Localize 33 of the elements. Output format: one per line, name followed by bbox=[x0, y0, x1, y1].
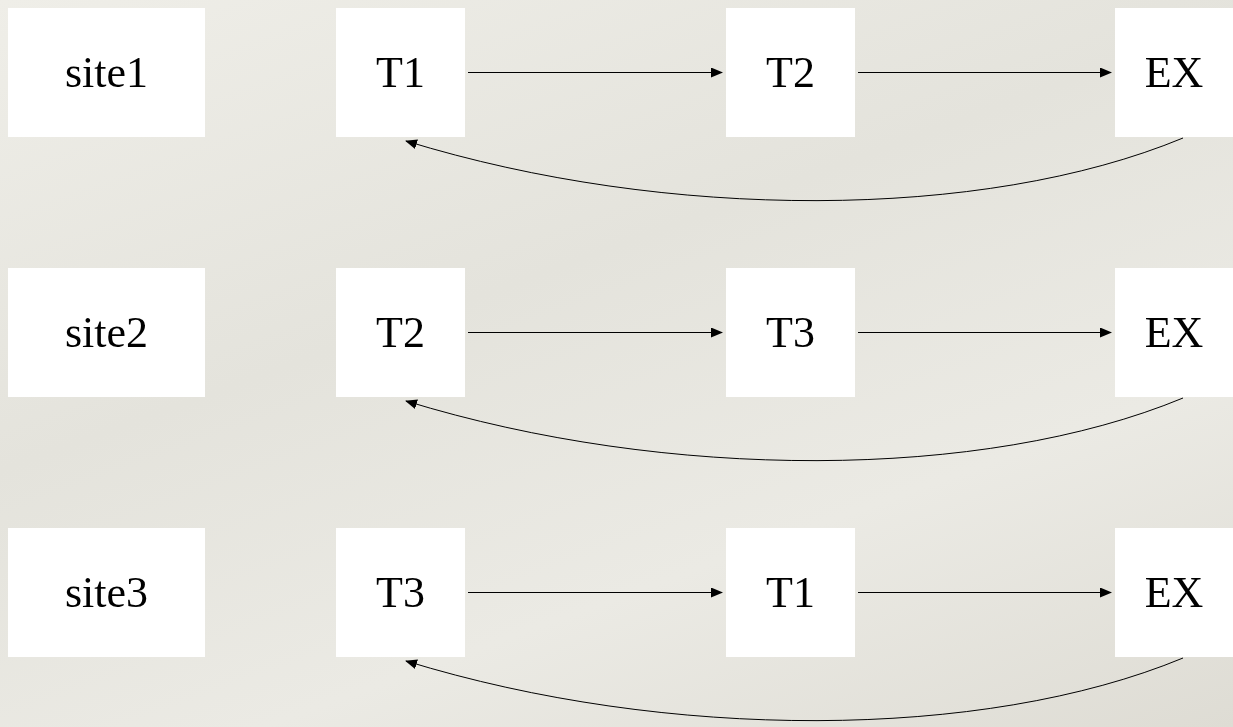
process-box bbox=[8, 268, 205, 397]
process-box bbox=[336, 268, 465, 397]
process-box bbox=[336, 8, 465, 137]
arrow bbox=[857, 587, 1112, 598]
process-box bbox=[726, 8, 855, 137]
arrow bbox=[467, 587, 723, 598]
node-label: T2 bbox=[376, 307, 425, 358]
arrow bbox=[405, 137, 1184, 202]
node-label: site1 bbox=[64, 47, 149, 98]
arrow bbox=[405, 397, 1184, 462]
process-box bbox=[8, 528, 205, 657]
node-label: T2 bbox=[766, 47, 815, 98]
process-box bbox=[1115, 8, 1233, 137]
process-box bbox=[8, 8, 205, 137]
node-label: T1 bbox=[766, 567, 815, 618]
process-box bbox=[336, 528, 465, 657]
node-label: site3 bbox=[64, 567, 149, 618]
arrow bbox=[857, 327, 1112, 338]
arrow bbox=[405, 657, 1184, 722]
process-box bbox=[726, 528, 855, 657]
node-label: T1 bbox=[376, 47, 425, 98]
node-label: EX bbox=[1144, 47, 1204, 98]
arrow bbox=[467, 327, 723, 338]
process-box bbox=[726, 268, 855, 397]
node-label: T3 bbox=[376, 567, 425, 618]
arrow bbox=[467, 67, 723, 78]
process-box bbox=[1115, 268, 1233, 397]
node-label: EX bbox=[1144, 307, 1204, 358]
node-label: site2 bbox=[64, 307, 149, 358]
node-label: EX bbox=[1144, 567, 1204, 618]
node-label: T3 bbox=[766, 307, 815, 358]
process-box bbox=[1115, 528, 1233, 657]
arrow bbox=[857, 67, 1112, 78]
